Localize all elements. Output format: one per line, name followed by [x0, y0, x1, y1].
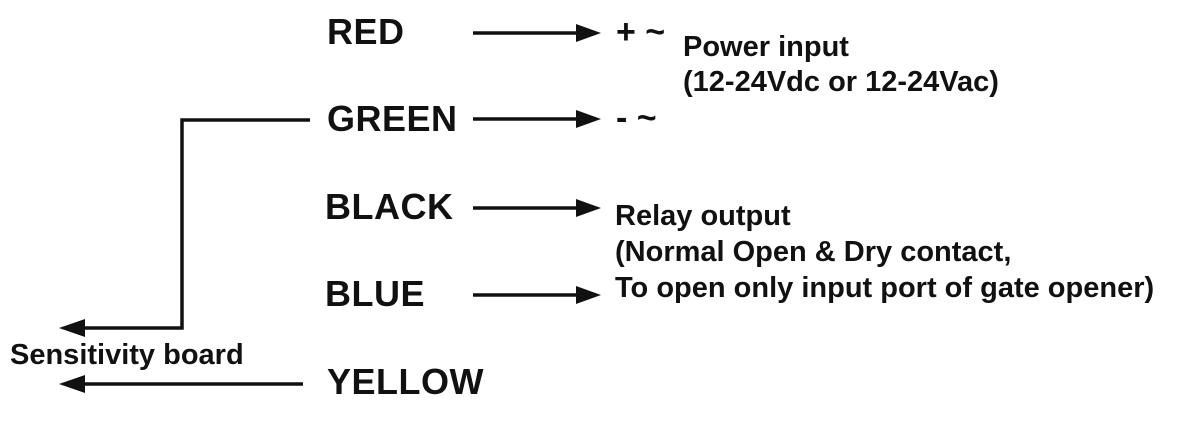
wire-label-yellow: YELLOW	[327, 361, 484, 402]
relay-output-note-line1: Relay output	[615, 200, 791, 232]
power-input-note-line1: Power input	[683, 31, 849, 63]
relay-output-note-line2: (Normal Open & Dry contact,	[615, 236, 1012, 268]
red-wire-arrowhead-icon	[576, 24, 601, 42]
relay-output-note-line3: To open only input port of gate opener)	[615, 272, 1155, 304]
wire-label-green: GREEN	[327, 98, 458, 139]
terminal-negative-label: - ~	[616, 99, 657, 137]
yellow-wire-arrowhead-icon	[59, 375, 85, 393]
power-input-note-line2: (12-24Vdc or 12-24Vac)	[683, 66, 999, 98]
green-branch-elbow-line	[84, 118, 310, 330]
wire-label-red: RED	[327, 11, 405, 52]
terminal-positive-label: + ~	[616, 13, 666, 51]
green-branch-arrowhead-icon	[59, 319, 85, 337]
relay-output-note: Relay output (Normal Open & Dry contact,…	[615, 198, 1154, 306]
wire-label-blue: BLUE	[325, 273, 425, 314]
green-wire-arrowhead-icon	[576, 110, 601, 128]
sensitivity-board-label: Sensitivity board	[10, 339, 244, 371]
power-input-note: Power input (12-24Vdc or 12-24Vac)	[683, 30, 999, 100]
wire-label-black: BLACK	[325, 186, 454, 227]
black-wire-arrowhead-icon	[576, 199, 601, 217]
blue-wire-arrowhead-icon	[576, 286, 601, 304]
